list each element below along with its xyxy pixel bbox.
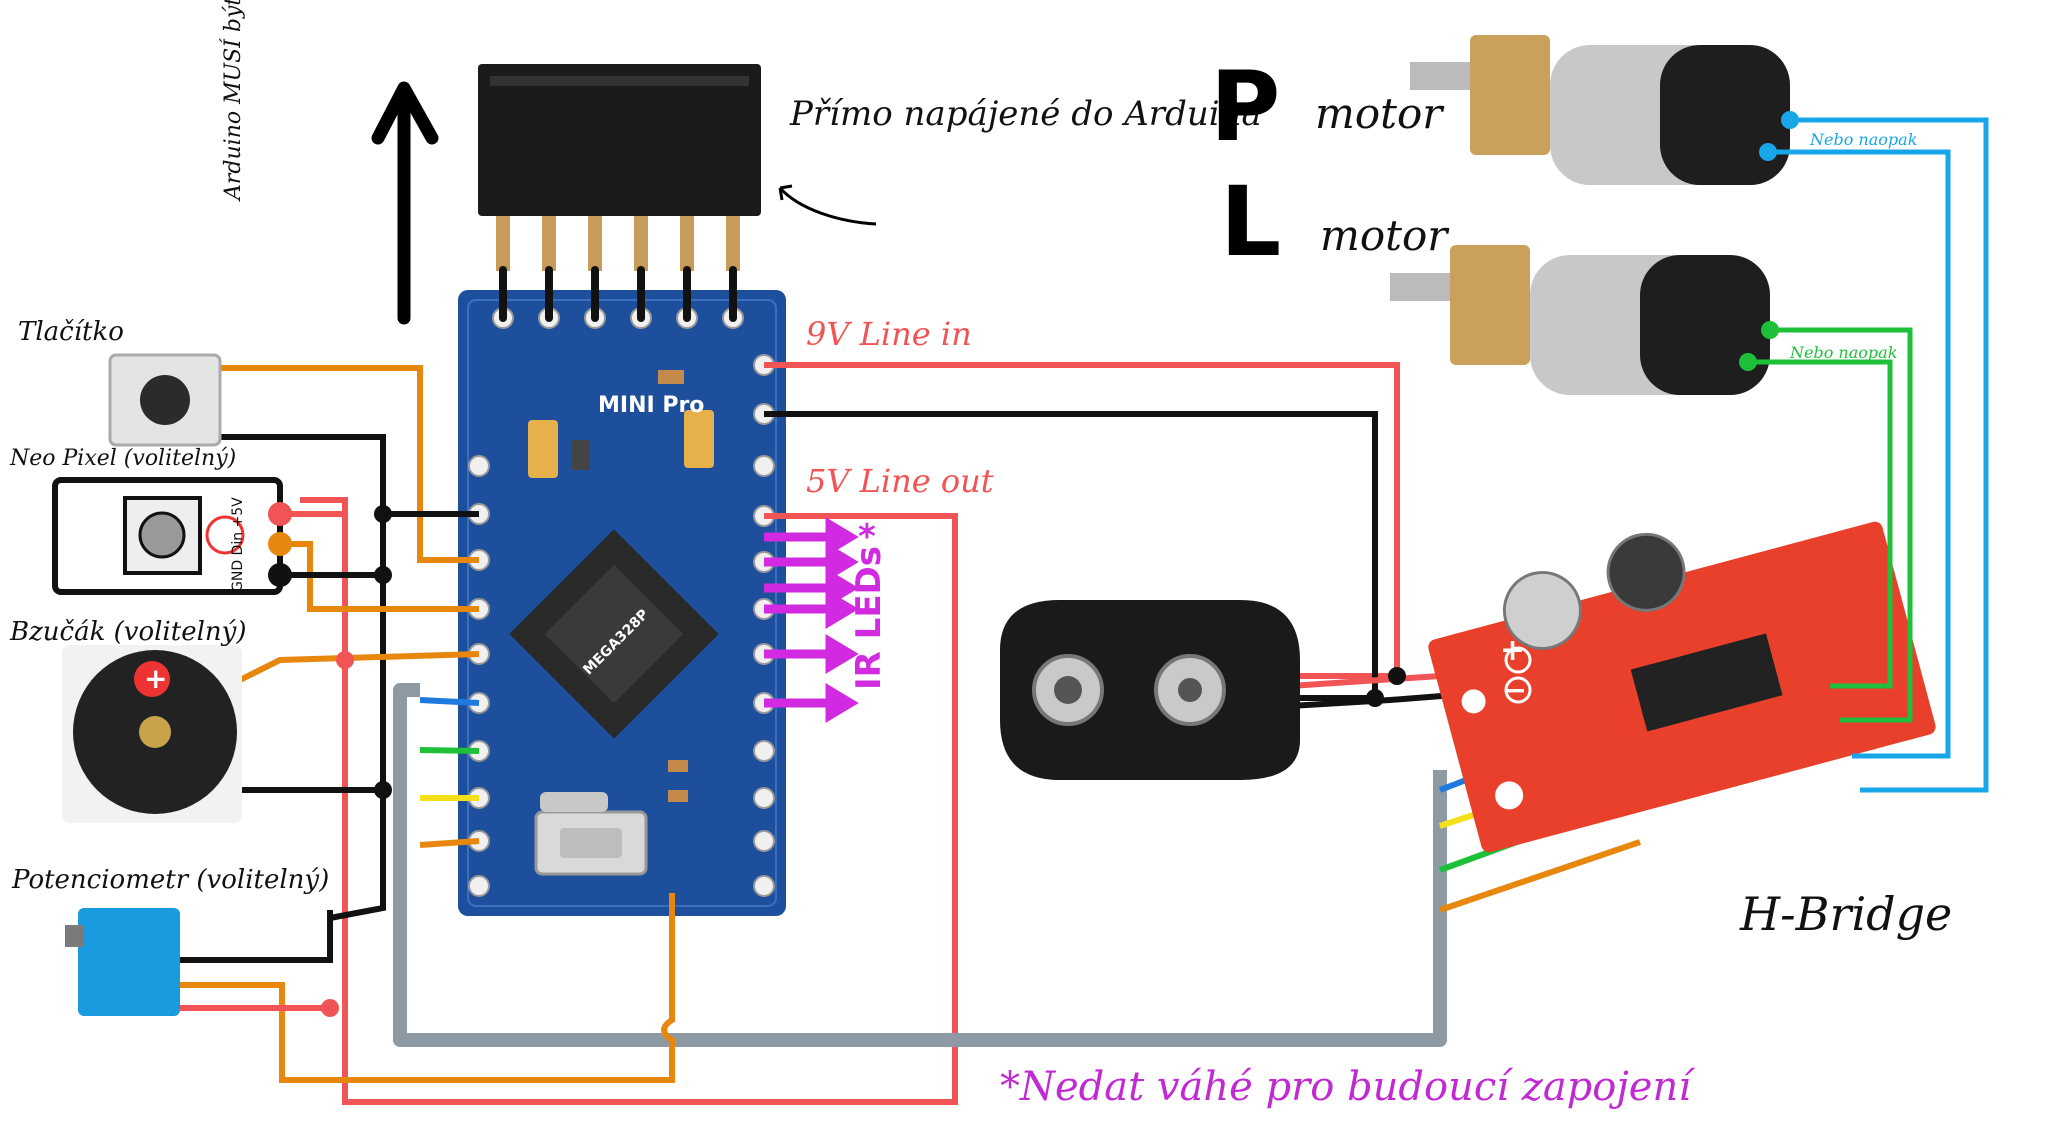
orientation-note: Arduino MUSÍ být nalepeno tímto směrem <box>219 0 246 202</box>
push-button <box>108 353 222 447</box>
hbridge-plus: + <box>1500 633 1525 668</box>
nebo-napak-2: Nebo naopak <box>1789 343 1897 362</box>
hbridge-label: H-Bridge <box>1739 887 1952 941</box>
wire-pot-black <box>180 910 333 963</box>
wire-pin5-blue <box>419 697 480 706</box>
pin-header <box>478 64 761 271</box>
motor-p <box>1410 35 1799 185</box>
wire-harness <box>393 683 1447 1047</box>
wire-in4-orange <box>1439 839 1641 913</box>
wire-motor-p-2 <box>1768 149 1951 759</box>
potentiometer-label: Potenciometr (volitelný) <box>11 865 329 895</box>
wire-5v-out <box>300 497 958 1105</box>
wire-pin8-orange <box>419 838 480 848</box>
wire-motor-p-1 <box>1790 117 1989 793</box>
ir-asterisk: * <box>858 517 876 557</box>
motor-l-label: motor <box>1320 211 1450 260</box>
nebo-napak-1: Nebo naopak <box>1809 130 1917 149</box>
battery-clip <box>1000 600 1300 780</box>
board-name: MINI Pro <box>598 393 704 418</box>
line-out-label: 5V Line out <box>806 462 994 500</box>
motor-l-letter: L <box>1220 166 1281 278</box>
wire-motor-l-1 <box>1770 327 1913 723</box>
hbridge-minus: − <box>1502 673 1527 708</box>
wire-9v-power <box>764 362 1400 679</box>
ir-leds-label: IR LEDs <box>849 546 889 690</box>
motor-p-label: motor <box>1315 89 1445 138</box>
motor-l <box>1390 245 1779 395</box>
wire-a7-orange <box>279 893 675 1083</box>
buzzer-plus-icon: + <box>144 662 167 695</box>
header-wires <box>499 266 737 322</box>
h-bridge <box>1428 521 1936 853</box>
motor-p-letter: P <box>1210 51 1280 163</box>
wire-button-black <box>220 434 386 921</box>
wire-pot-orange <box>180 982 285 1080</box>
wire-ground <box>764 411 1378 701</box>
neopixel <box>52 477 292 595</box>
wire-motor-l-2 <box>1748 359 1893 689</box>
potentiometer <box>65 908 180 1016</box>
line-in-label: 9V Line in <box>806 315 972 353</box>
header-label: Přímo napájené do Arduina <box>789 94 1262 134</box>
neopixel-label: Neo Pixel (volitelný) <box>9 446 236 471</box>
button-label: Tlačítko <box>18 317 124 347</box>
arduino-mini-pro <box>458 290 786 916</box>
neopixel-pin-label: GND Din +5V <box>230 497 246 592</box>
h-bridge-terminals <box>1504 646 1532 704</box>
orientation-arrow <box>371 81 439 325</box>
footnote: *Nedat váhé pro budoucí zapojení <box>1000 1064 1696 1110</box>
wire-button-orange <box>220 365 479 563</box>
header-pointer-arrow <box>778 184 877 226</box>
buzzer: + <box>62 645 242 823</box>
ir-led-arrows <box>764 517 859 723</box>
wire-pin6-green <box>419 747 480 754</box>
wire-buzzer-orange <box>238 651 480 683</box>
buzzer-label: Bzučák (volitelný) <box>9 617 246 647</box>
